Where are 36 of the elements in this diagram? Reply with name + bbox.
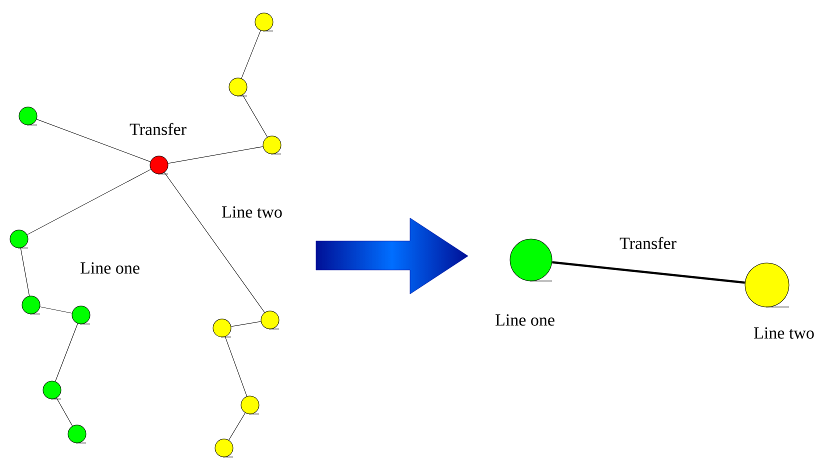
connector-line	[241, 30, 261, 79]
connector-line	[55, 323, 78, 382]
connector-line	[552, 261, 745, 284]
connector-line	[242, 94, 268, 138]
connector-line	[36, 119, 151, 162]
connector-line	[164, 172, 265, 313]
station-circle	[214, 438, 234, 458]
station-circle	[240, 396, 260, 414]
connector-line	[224, 336, 248, 397]
connector-line	[228, 412, 246, 440]
connector-line	[56, 398, 73, 426]
station-circle	[22, 296, 40, 314]
connector-line	[26, 169, 152, 235]
station-circle	[150, 156, 168, 174]
connector-line	[168, 146, 264, 164]
line-label: Line one	[80, 262, 140, 274]
station-circle	[262, 136, 282, 154]
station-name: Line one	[496, 314, 554, 326]
station-circle	[18, 106, 38, 126]
edge-label: Transfer	[620, 236, 676, 250]
station-circle	[42, 380, 62, 400]
connector-line	[40, 306, 72, 314]
station-circle	[744, 262, 790, 308]
connector-line	[20, 248, 30, 296]
station-circle	[254, 12, 274, 32]
station-circle	[10, 230, 28, 248]
station-circle	[510, 238, 552, 282]
station-circle	[228, 78, 248, 96]
station-circle	[68, 424, 86, 444]
station-circle	[212, 318, 232, 338]
station-name: Line two	[754, 327, 814, 339]
line-label: Transfer	[130, 122, 186, 136]
station-circle	[72, 306, 90, 324]
station-circle	[260, 310, 280, 330]
connector-line	[230, 321, 262, 327]
line-label: Line two	[222, 206, 282, 218]
